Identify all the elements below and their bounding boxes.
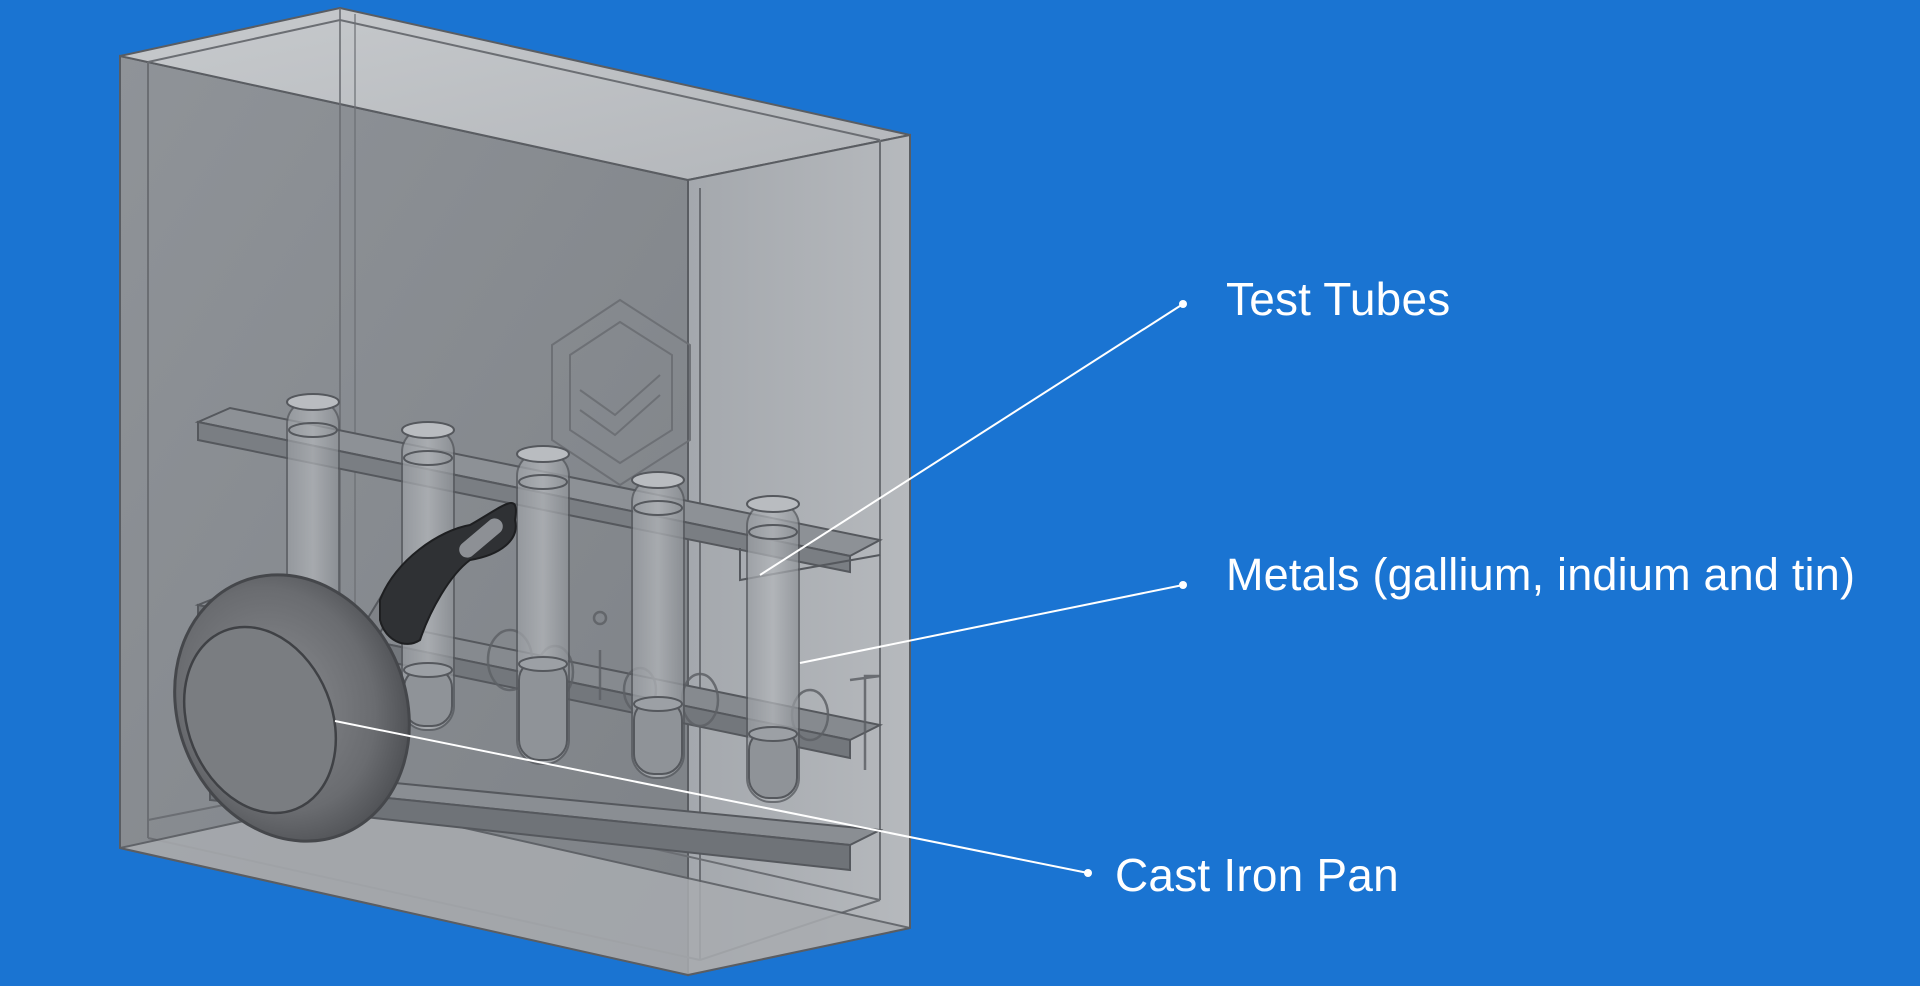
test-tube-1: [286, 393, 340, 621]
leader-lines: [334, 300, 1187, 877]
leader-line-test-tubes: [759, 303, 1184, 576]
logo-relief: [551, 298, 691, 487]
test-tube-5: [746, 495, 800, 803]
leader-dot-metals: [1179, 581, 1187, 589]
leader-dot-test-tubes: [1179, 300, 1187, 308]
leader-dot-cast-iron-pan: [1084, 869, 1092, 877]
test-tube-4: [631, 471, 685, 779]
leader-line-cast-iron-pan: [334, 720, 1089, 874]
test-tube-3: [516, 445, 570, 765]
cast-iron-pan: [173, 502, 517, 843]
pan-inner-surface: [182, 625, 338, 815]
callout-label-cast-iron-pan: Cast Iron Pan: [1115, 849, 1399, 901]
callout-label-metals: Metals (gallium, indium and tin): [1226, 549, 1856, 600]
test-tube-set: [286, 393, 800, 803]
leader-line-metals: [799, 584, 1184, 664]
callout-label-test-tubes: Test Tubes: [1226, 273, 1451, 325]
